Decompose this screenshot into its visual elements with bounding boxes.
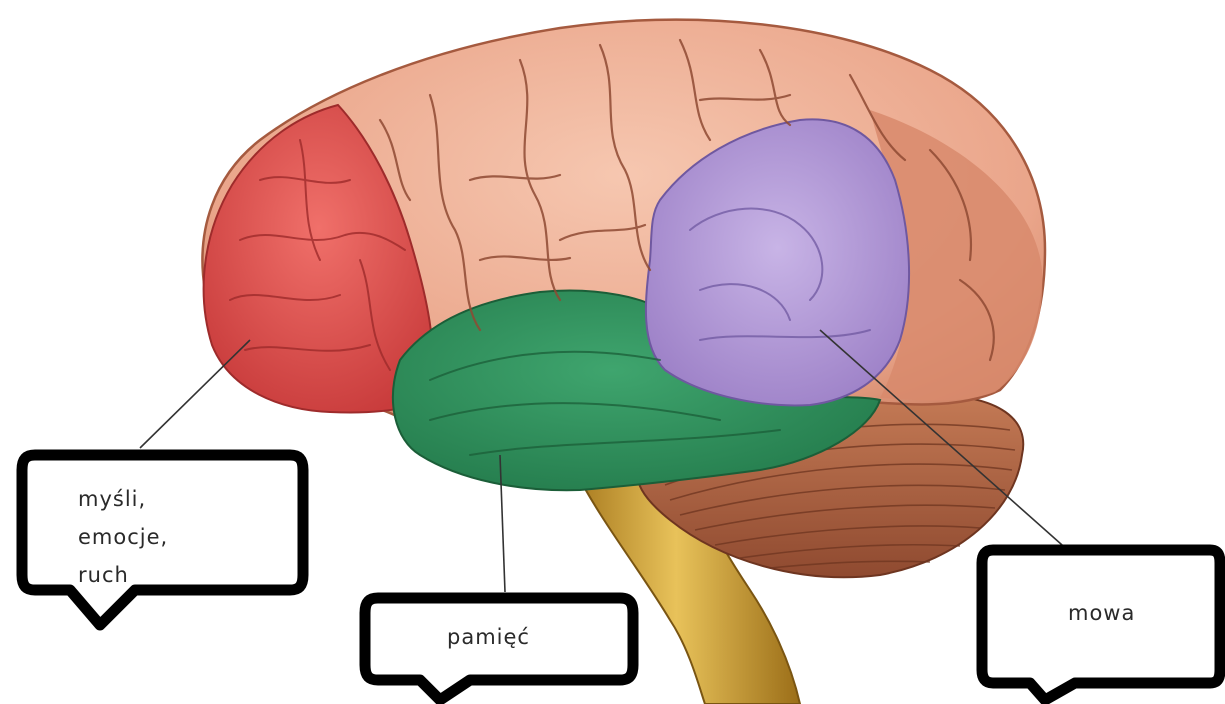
- temporal-label-callout: pamięć: [365, 598, 633, 700]
- frontal-label-line-3: ruch: [78, 563, 129, 587]
- frontal-pointer: [140, 340, 250, 448]
- parietal-label-callout: mowa: [982, 550, 1220, 700]
- frontal-label-line-2: emocje,: [78, 525, 168, 549]
- frontal-label-line-1: myśli,: [78, 487, 146, 511]
- frontal-label-callout: myśli, emocje, ruch: [22, 455, 303, 625]
- parietal-label: mowa: [1068, 601, 1135, 625]
- temporal-label: pamięć: [447, 625, 530, 649]
